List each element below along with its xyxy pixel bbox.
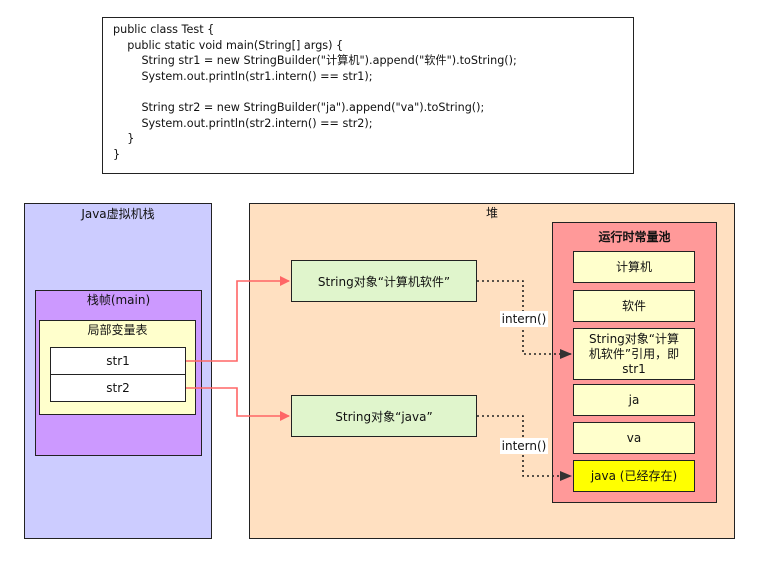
intern-label-2: intern() <box>500 438 548 454</box>
heap-title: 堆 <box>485 205 498 220</box>
reference-arrow-str2 <box>186 387 290 421</box>
code-line: String str1 = new StringBuilder("计算机").a… <box>113 54 517 68</box>
reference-arrow-str1 <box>186 276 290 362</box>
heap-object-str2: String对象“java” <box>291 395 477 437</box>
code-line: } <box>113 132 135 146</box>
pool-item: String对象“计算机软件”引用，即str1 <box>573 328 695 380</box>
stack-frame-title: 栈帧(main) <box>86 293 151 307</box>
var-str2: str2 <box>50 374 186 402</box>
code-block: public class Test { public static void m… <box>102 17 634 174</box>
pool-item: 软件 <box>573 290 695 322</box>
code-line: public class Test { <box>113 23 215 36</box>
pool-item: va <box>573 422 695 454</box>
heap-object-str1: String对象“计算机软件” <box>291 260 477 302</box>
jvm-stack-title: Java虚拟机栈 <box>81 206 155 221</box>
code-line: public static void main(String[] args) { <box>113 38 344 52</box>
pool-item-highlighted: java (已经存在) <box>573 460 695 492</box>
pool-item: 计算机 <box>573 251 695 283</box>
code-line: } <box>113 147 121 161</box>
runtime-constant-pool-title: 运行时常量池 <box>598 229 671 244</box>
local-variable-table-title: 局部变量表 <box>87 323 148 337</box>
code-line: String str2 = new StringBuilder("ja").ap… <box>113 100 485 114</box>
pool-item: ja <box>573 384 695 416</box>
intern-label-1: intern() <box>500 311 548 327</box>
code-line: System.out.println(str1.intern() == str1… <box>113 69 373 83</box>
code-line: System.out.println(str2.intern() == str2… <box>113 116 373 130</box>
